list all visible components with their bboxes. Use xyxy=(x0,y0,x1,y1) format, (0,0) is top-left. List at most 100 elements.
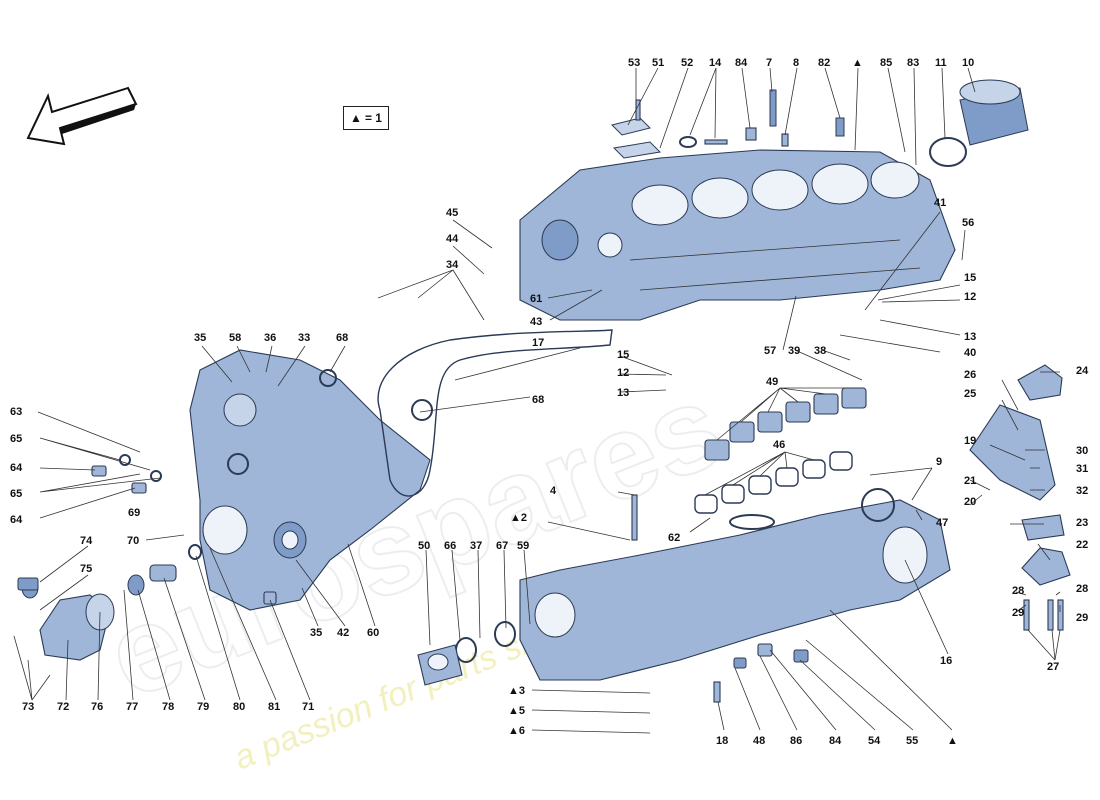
callout-29-left: 29 xyxy=(1012,607,1024,619)
callout-34: 34 xyxy=(446,259,459,271)
legend-box: ▲ = 1 xyxy=(343,106,389,130)
callout-29-right: 29 xyxy=(1076,612,1088,624)
callout-43: 43 xyxy=(530,316,542,328)
callout-82: 82 xyxy=(818,57,830,69)
callout-59: 59 xyxy=(517,540,529,552)
callout-64-top: 64 xyxy=(10,462,23,474)
callout-60: 60 xyxy=(367,627,379,639)
timing-gasket xyxy=(377,329,613,497)
callout-9: 9 xyxy=(936,456,942,468)
callout-8: 8 xyxy=(793,57,799,69)
callout-30: 30 xyxy=(1076,445,1088,457)
legend-symbol: ▲ xyxy=(350,111,362,125)
small-bottom-parts xyxy=(631,494,1064,703)
callout-10: 10 xyxy=(962,57,974,69)
callout-69: 69 xyxy=(128,507,140,519)
callout-53: 53 xyxy=(628,57,640,69)
callout-triangle-top: ▲ xyxy=(852,57,863,69)
callout-85: 85 xyxy=(880,57,892,69)
callout-57: 57 xyxy=(764,345,776,357)
callout-triangle-6: ▲6 xyxy=(508,725,525,737)
callout-24: 24 xyxy=(1076,365,1089,377)
small-top-parts xyxy=(611,89,845,159)
callout-20: 20 xyxy=(964,496,976,508)
callout-42: 42 xyxy=(337,627,349,639)
callout-28-left: 28 xyxy=(1012,585,1024,597)
callout-62: 62 xyxy=(668,532,680,544)
callout-35-top: 35 xyxy=(194,332,206,344)
callout-76: 76 xyxy=(91,701,103,713)
callout-22: 22 xyxy=(1076,539,1088,551)
crankcase-block xyxy=(519,149,956,321)
callout-40: 40 xyxy=(964,347,976,359)
callout-19: 19 xyxy=(964,435,976,447)
callout-80: 80 xyxy=(233,701,245,713)
callout-74: 74 xyxy=(80,535,93,547)
callout-61: 61 xyxy=(530,293,542,305)
callout-48: 48 xyxy=(753,735,765,747)
callout-labels: 53 51 52 14 84 7 8 82 ▲ 85 83 11 10 45 4… xyxy=(10,57,1089,747)
callout-68-mid: 68 xyxy=(532,394,544,406)
small-left-parts xyxy=(17,454,277,605)
direction-arrow-icon xyxy=(26,86,138,146)
callout-13-mid: 13 xyxy=(617,387,629,399)
callout-21: 21 xyxy=(964,475,976,487)
callout-46: 46 xyxy=(773,439,785,451)
callout-78: 78 xyxy=(162,701,174,713)
callout-51: 51 xyxy=(652,57,664,69)
callout-44: 44 xyxy=(446,233,459,245)
callout-31: 31 xyxy=(1076,463,1088,475)
callout-70: 70 xyxy=(127,535,139,547)
legend-value: = 1 xyxy=(364,111,382,125)
callout-65-bottom: 65 xyxy=(10,488,22,500)
callout-86: 86 xyxy=(790,735,802,747)
cylinder-bores xyxy=(541,161,920,261)
callout-38: 38 xyxy=(814,345,826,357)
callout-26: 26 xyxy=(964,369,976,381)
callout-32: 32 xyxy=(1076,485,1088,497)
callout-67: 67 xyxy=(496,540,508,552)
callout-65-top: 65 xyxy=(10,433,22,445)
callout-27: 27 xyxy=(1047,661,1059,673)
callout-77: 77 xyxy=(126,701,138,713)
callout-58: 58 xyxy=(229,332,241,344)
callout-54: 54 xyxy=(868,735,881,747)
callout-23: 23 xyxy=(1076,517,1088,529)
callout-45: 45 xyxy=(446,207,458,219)
callout-41: 41 xyxy=(934,197,946,209)
callout-7: 7 xyxy=(766,57,772,69)
fitting-50 xyxy=(417,644,463,686)
lower-crankcase xyxy=(519,499,951,681)
callout-56: 56 xyxy=(962,217,974,229)
bearing-caps xyxy=(704,387,867,461)
callout-84-bottom: 84 xyxy=(829,735,842,747)
callout-12-right: 12 xyxy=(964,291,976,303)
oil-filter xyxy=(959,79,1029,146)
callout-71: 71 xyxy=(302,701,314,713)
callout-63: 63 xyxy=(10,406,22,418)
callout-25: 25 xyxy=(964,388,976,400)
callout-15-mid: 15 xyxy=(617,349,629,361)
callout-75: 75 xyxy=(80,563,92,575)
callout-83: 83 xyxy=(907,57,919,69)
callout-17: 17 xyxy=(532,337,544,349)
callout-triangle-3: ▲3 xyxy=(508,685,525,697)
callout-66: 66 xyxy=(444,540,456,552)
callout-triangle-5: ▲5 xyxy=(508,705,525,717)
callout-39: 39 xyxy=(788,345,800,357)
engine-mount xyxy=(969,364,1071,586)
callout-33: 33 xyxy=(298,332,310,344)
callout-36: 36 xyxy=(264,332,276,344)
callout-68-top: 68 xyxy=(336,332,348,344)
callout-84-top: 84 xyxy=(735,57,748,69)
callout-14: 14 xyxy=(709,57,722,69)
callout-37: 37 xyxy=(470,540,482,552)
callout-79: 79 xyxy=(197,701,209,713)
callout-35-bottom: 35 xyxy=(310,627,322,639)
callout-49: 49 xyxy=(766,376,778,388)
callout-16: 16 xyxy=(940,655,952,667)
callout-11: 11 xyxy=(935,57,947,69)
callout-13-right: 13 xyxy=(964,331,976,343)
callout-12-mid: 12 xyxy=(617,367,629,379)
callout-triangle-bottom: ▲ xyxy=(947,735,958,747)
